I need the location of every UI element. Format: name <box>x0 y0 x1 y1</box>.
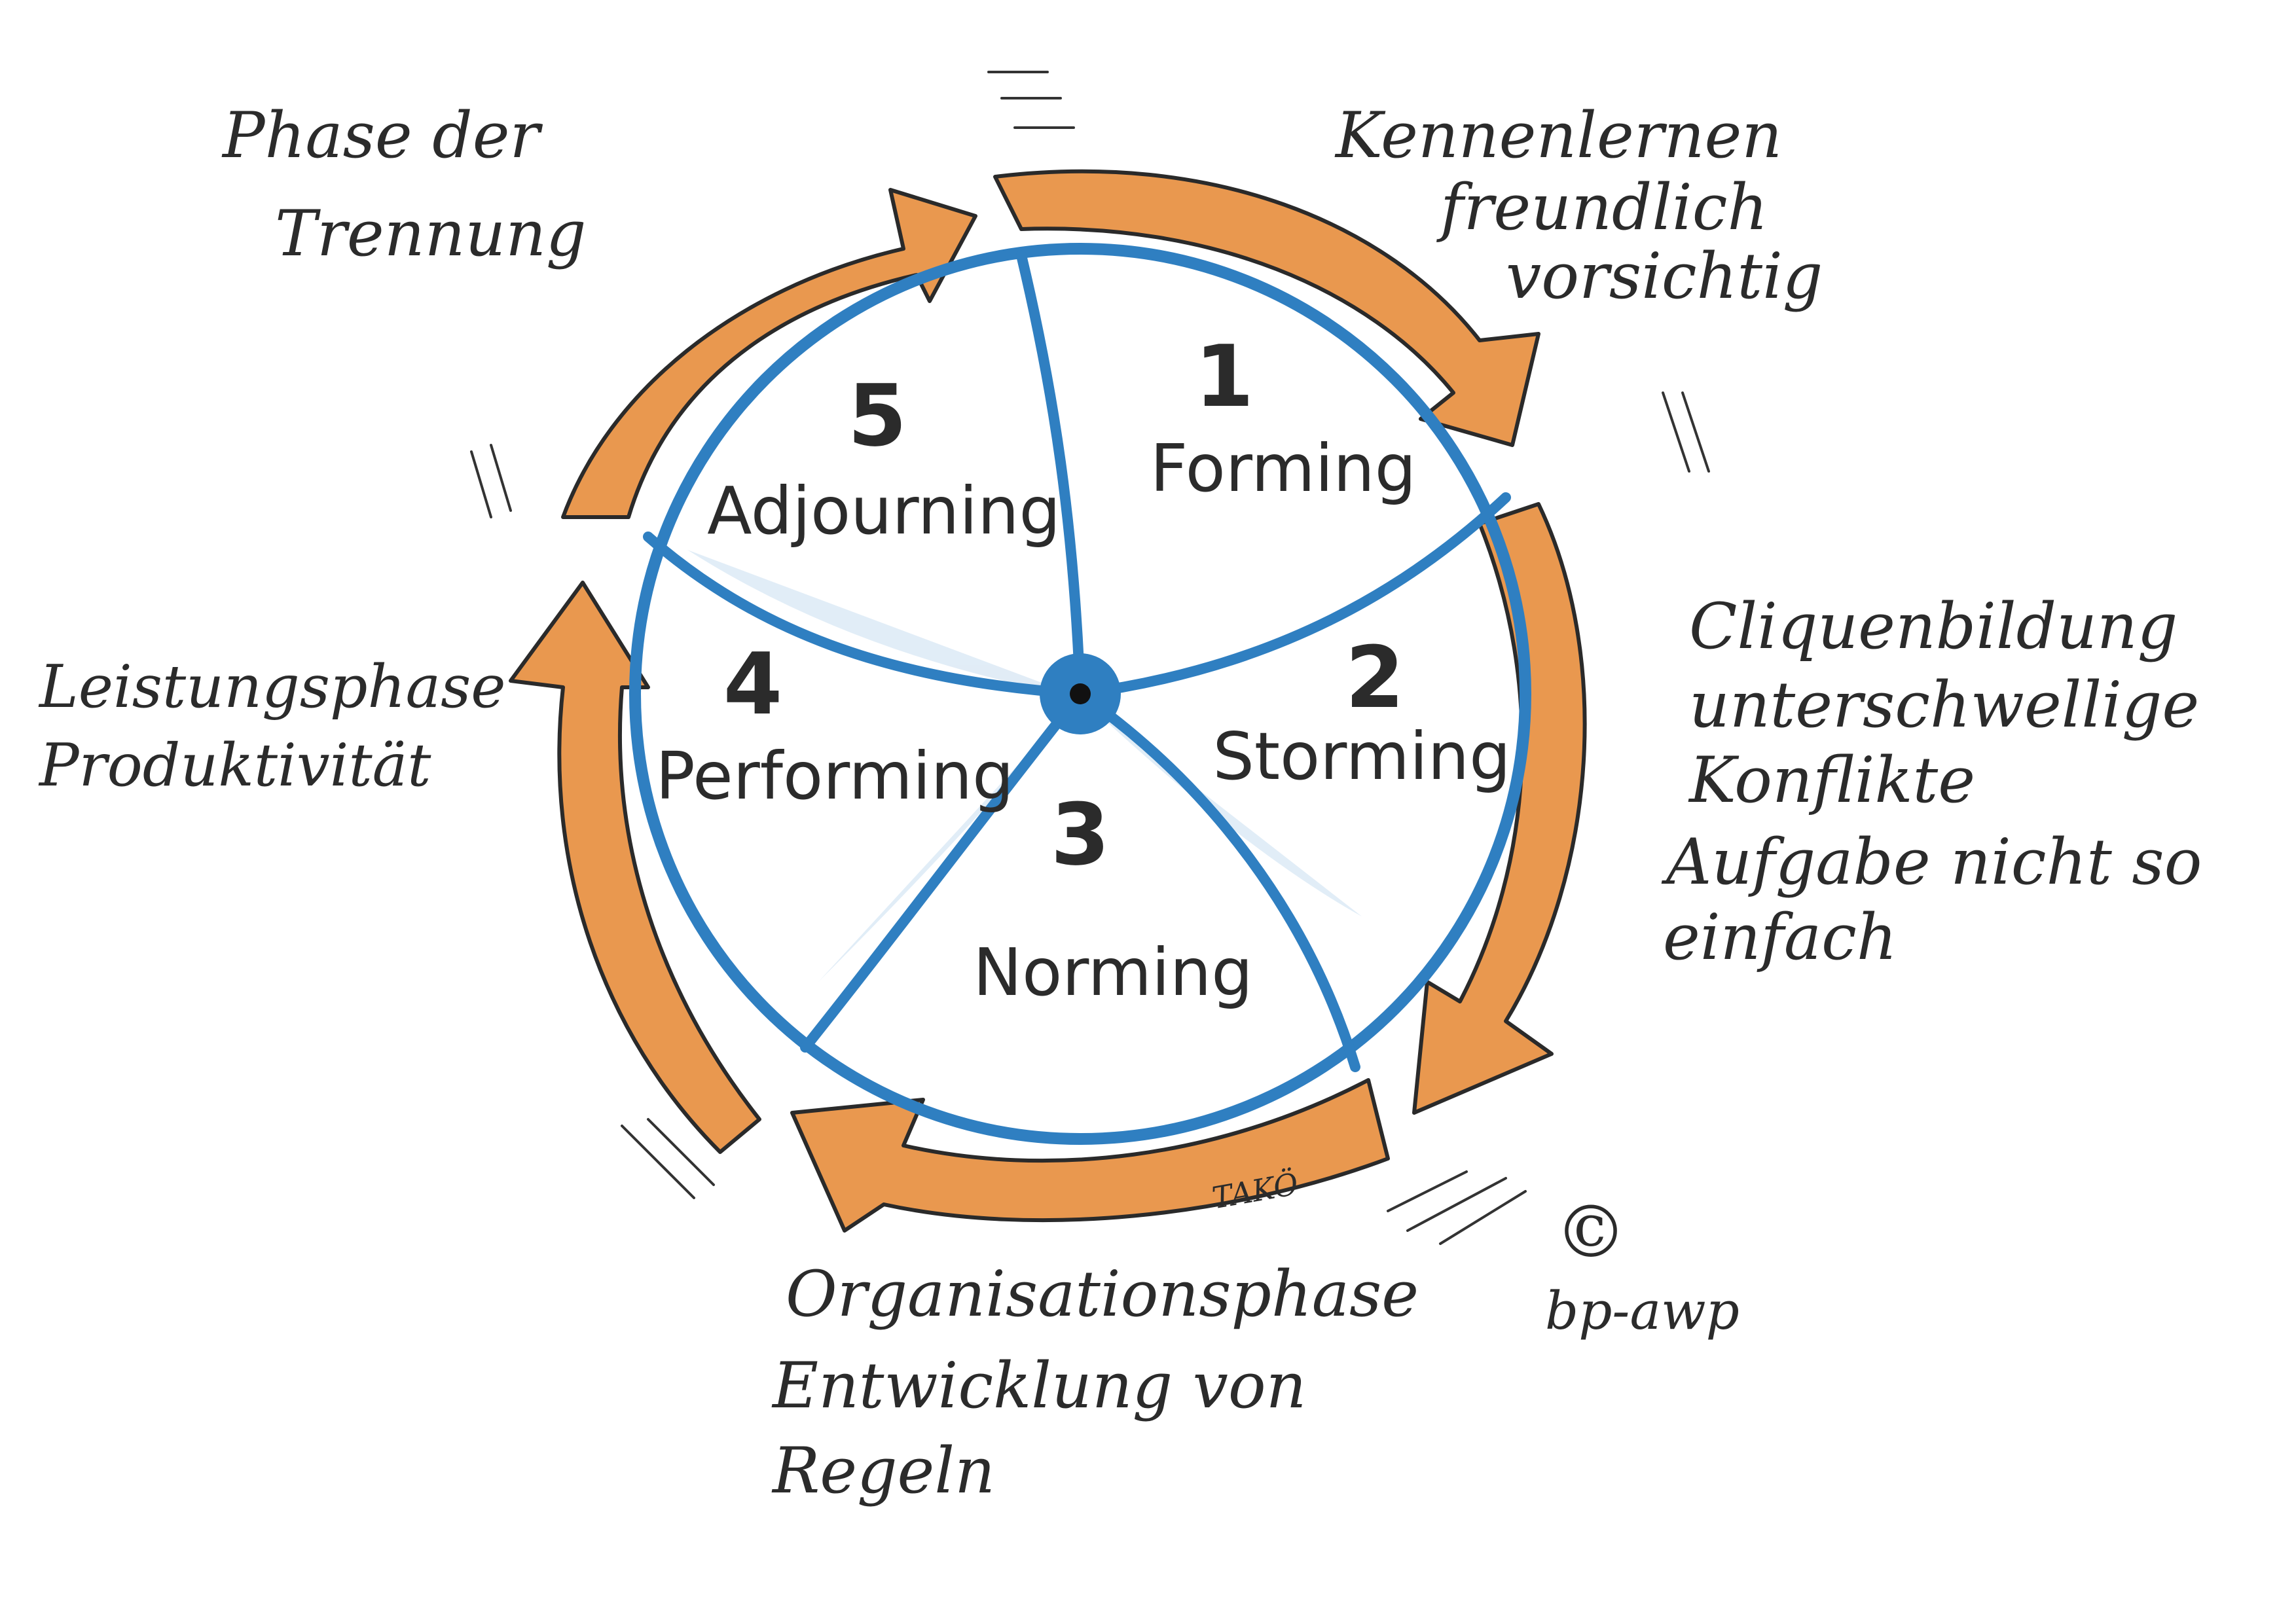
motion-lines <box>470 71 1710 1245</box>
note-norming: Organisationsphase Entwicklung von Regel… <box>771 1257 1419 1507</box>
note-storming: Cliquenbildung unterschwellige Konflikte… <box>1661 590 2202 974</box>
center-dot <box>1070 683 1091 704</box>
arrow-norming-to-performing <box>790 1078 1390 1233</box>
phase-2-name: Storming <box>1212 718 1510 795</box>
note-storming-line-4: Aufgabe nicht so <box>1661 825 2202 899</box>
note-adjourning-line-1: Phase der <box>221 99 543 172</box>
note-adjourning: Phase der Trennung <box>221 99 587 270</box>
note-storming-line-2: unterschwellige <box>1689 668 2199 742</box>
note-norming-line-1: Organisationsphase <box>786 1257 1419 1331</box>
note-storming-line-3: Konflikte <box>1688 744 1975 817</box>
phase-1-name: Forming <box>1150 430 1417 507</box>
phase-ring <box>629 243 1531 1145</box>
note-forming: Kennenlernen freundlich vorsichtig <box>1334 99 1823 313</box>
arrow-storming-to-norming <box>1412 502 1587 1115</box>
note-norming-line-2: Entwicklung von <box>771 1349 1306 1422</box>
note-forming-line-1: Kennenlernen <box>1334 99 1782 172</box>
note-forming-line-2: freundlich <box>1436 171 1768 244</box>
phase-1-number: 1 <box>1195 327 1254 426</box>
phase-4-name: Performing <box>655 738 1013 814</box>
phase-4-number: 4 <box>723 634 782 734</box>
note-adjourning-line-2: Trennung <box>275 197 587 270</box>
phase-5-name: Adjourning <box>707 473 1061 549</box>
note-norming-line-3: Regeln <box>771 1434 995 1507</box>
phase-3-number: 3 <box>1051 785 1110 884</box>
note-performing: Leistungsphase Produktivität <box>38 653 506 800</box>
note-performing-line-2: Produktivität <box>38 731 431 800</box>
note-forming-line-3: vorsichtig <box>1506 240 1823 313</box>
phase-2-number: 2 <box>1345 628 1404 727</box>
phase-dividers <box>643 250 1511 1072</box>
arrow-forming-to-storming <box>993 169 1540 447</box>
phase-5-number: 5 <box>848 366 907 465</box>
arrow-adjourning-to-forming <box>561 188 977 519</box>
note-storming-line-1: Cliquenbildung <box>1689 590 2178 663</box>
note-storming-line-5: einfach <box>1663 901 1897 974</box>
arrow-performing-to-adjourning <box>509 581 761 1154</box>
cycle-arrows <box>509 169 1587 1233</box>
phase-3-name: Norming <box>973 934 1252 1011</box>
author-credit: bp-awp <box>1545 1280 1740 1341</box>
copyright-symbol: © <box>1555 1190 1627 1274</box>
note-performing-line-1: Leistungsphase <box>38 653 506 721</box>
